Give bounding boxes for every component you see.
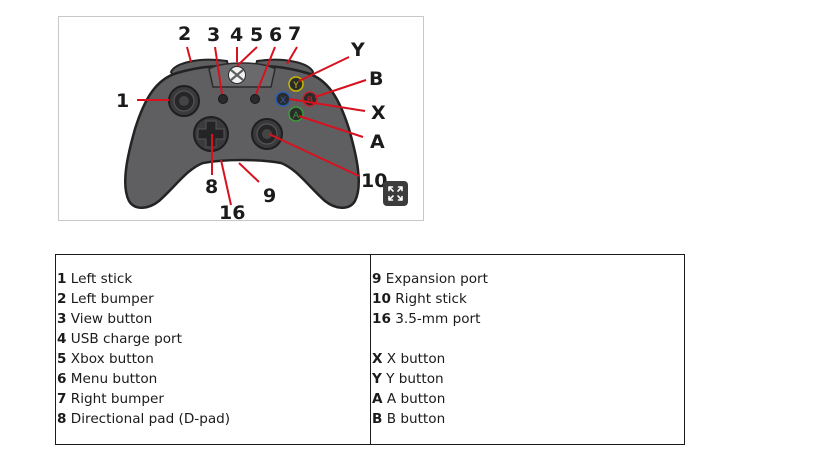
- legend-label: A button: [382, 391, 446, 407]
- legend-label: Left stick: [66, 271, 133, 287]
- leader-y: [298, 56, 350, 82]
- legend-number: 16: [372, 311, 391, 327]
- leader-b: [314, 79, 367, 98]
- legend-row: 8 Directional pad (D-pad): [57, 409, 370, 429]
- legend-label: Expansion port: [381, 271, 488, 287]
- svg-text:B: B: [307, 96, 313, 106]
- legend-row: 16 3.5-mm port: [372, 309, 684, 329]
- legend-label: Left bumper: [66, 291, 154, 307]
- legend-row: 5 Xbox button: [57, 349, 370, 369]
- legend-label: Menu button: [66, 371, 158, 387]
- legend-row: A A button: [372, 389, 684, 409]
- legend-label: View button: [66, 311, 153, 327]
- svg-text:X: X: [280, 96, 286, 106]
- expand-image-button[interactable]: [383, 181, 408, 206]
- callout-16: 16: [219, 202, 245, 221]
- legend-number: A: [372, 391, 383, 407]
- callout-4: 4: [230, 24, 243, 46]
- leader-a: [298, 115, 364, 138]
- leader-7: [286, 46, 298, 65]
- legend-row: B B button: [372, 409, 684, 429]
- legend-row: 7 Right bumper: [57, 389, 370, 409]
- svg-text:A: A: [293, 111, 300, 121]
- legend-number: 3: [57, 311, 67, 327]
- legend-label: X button: [382, 351, 446, 367]
- callout-5: 5: [250, 24, 263, 46]
- callout-7: 7: [288, 23, 301, 45]
- menu-button: [250, 94, 260, 104]
- callout-a: A: [370, 131, 385, 153]
- legend-number: 10: [372, 291, 391, 307]
- leader-9: [238, 162, 260, 183]
- legend-label: Right bumper: [66, 391, 164, 407]
- right-stick: [251, 118, 283, 150]
- leader-6: [255, 46, 276, 95]
- svg-text:Y: Y: [292, 81, 299, 91]
- callout-8: 8: [205, 176, 218, 198]
- callout-y: Y: [350, 39, 365, 61]
- leader-3: [214, 46, 223, 95]
- legend-label: Xbox button: [66, 351, 154, 367]
- legend-row: 2 Left bumper: [57, 289, 370, 309]
- legend-number: B: [372, 411, 383, 427]
- controller-diagram: Y X B A: [58, 16, 424, 221]
- legend-label: 3.5-mm port: [390, 311, 481, 327]
- legend-row: 9 Expansion port: [372, 269, 684, 289]
- legend-number: 6: [57, 371, 67, 387]
- legend-number: 7: [57, 391, 67, 407]
- leader-2: [186, 46, 192, 63]
- legend-label: B button: [382, 411, 446, 427]
- leader-10: [268, 133, 360, 177]
- legend-label: USB charge port: [66, 331, 182, 347]
- leader-16: [220, 159, 232, 206]
- legend-row: X X button: [372, 349, 684, 369]
- callout-x: X: [371, 102, 386, 124]
- leader-5: [236, 46, 258, 67]
- legend-row: 3 View button: [57, 309, 370, 329]
- callout-b: B: [369, 68, 383, 90]
- callout-1: 1: [116, 90, 129, 112]
- legend-number: 5: [57, 351, 67, 367]
- view-button: [218, 94, 228, 104]
- legend-number: Y: [372, 371, 382, 387]
- left-stick: [168, 85, 200, 117]
- legend-row: 4 USB charge port: [57, 329, 370, 349]
- leader-x: [288, 98, 366, 112]
- legend-row: 6 Menu button: [57, 369, 370, 389]
- x-button: X: [275, 91, 291, 107]
- legend-row: Y Y button: [372, 369, 684, 389]
- callout-6: 6: [269, 24, 282, 46]
- legend-row: 10 Right stick: [372, 289, 684, 309]
- expand-arrows-icon: [388, 186, 403, 201]
- legend-label: Y button: [381, 371, 444, 387]
- legend-number: 4: [57, 331, 67, 347]
- callout-2: 2: [178, 23, 191, 45]
- callout-10: 10: [361, 170, 387, 192]
- legend-number: 1: [57, 271, 67, 287]
- legend-spacer: [372, 329, 684, 349]
- legend-number: 2: [57, 291, 67, 307]
- legend-label: Right stick: [390, 291, 467, 307]
- legend-number: X: [372, 351, 383, 367]
- xbox-logo-icon: [228, 66, 246, 84]
- callout-9: 9: [263, 185, 276, 207]
- a-button: A: [288, 106, 304, 122]
- leader-lines: [137, 46, 367, 206]
- legend-label: Directional pad (D-pad): [66, 411, 231, 427]
- callout-3: 3: [207, 24, 220, 46]
- legend-number: 9: [372, 271, 382, 287]
- controller-illustration: Y X B A: [116, 23, 387, 221]
- legend-row: 1 Left stick: [57, 269, 370, 289]
- legend-number: 8: [57, 411, 67, 427]
